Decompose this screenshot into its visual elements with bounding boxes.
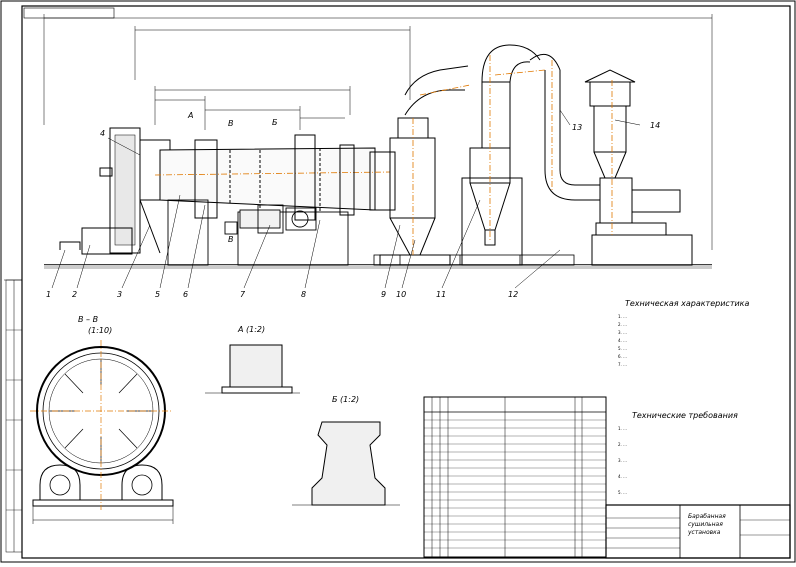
tech-char-list: 1. ... 2. ... 3. ... 4. ... 5. ... 6. ..… bbox=[618, 314, 627, 367]
section-a-title: А (1:2) bbox=[237, 325, 265, 334]
callout-8: 8 bbox=[301, 290, 306, 299]
view-mark-a: А bbox=[187, 111, 193, 120]
title-line-2: сушильная bbox=[688, 521, 723, 528]
callout-1: 1 bbox=[46, 290, 51, 299]
section-b-title: Б (1:2) bbox=[332, 395, 359, 404]
svg-text:4. ...: 4. ... bbox=[618, 338, 627, 343]
furnace bbox=[59, 127, 171, 255]
callout-9: 9 bbox=[381, 290, 386, 299]
parts-list-table bbox=[423, 396, 607, 558]
overall-dimension bbox=[43, 14, 713, 250]
svg-text:1. ...: 1. ... bbox=[618, 426, 627, 431]
drum-supports bbox=[167, 199, 349, 266]
callout-6: 6 bbox=[183, 290, 188, 299]
detail-a bbox=[205, 344, 300, 394]
callout-5: 5 bbox=[155, 290, 160, 299]
svg-text:4. ...: 4. ... bbox=[618, 474, 627, 479]
view-mark-v-bottom: В bbox=[228, 235, 234, 244]
tech-req-list: 1. ... 2. ... 3. ... 4. ... 5. ... bbox=[618, 426, 627, 495]
callout-leaders bbox=[51, 109, 641, 289]
detail-b bbox=[292, 421, 400, 506]
axis-lines bbox=[412, 55, 613, 255]
tech-req-title: Технические требования bbox=[632, 411, 738, 420]
callout-12: 12 bbox=[508, 290, 518, 299]
svg-text:3. ...: 3. ... bbox=[618, 330, 627, 335]
gas-duct bbox=[529, 53, 600, 201]
section-axis bbox=[30, 340, 172, 510]
callout-4: 4 bbox=[100, 129, 105, 138]
view-mark-v-top: В bbox=[228, 119, 234, 128]
callout-14: 14 bbox=[650, 121, 660, 130]
dust-chamber bbox=[379, 65, 469, 266]
svg-text:2. ...: 2. ... bbox=[618, 322, 627, 327]
drum-cross-section bbox=[32, 346, 174, 524]
callout-3: 3 bbox=[117, 290, 122, 299]
svg-text:1. ...: 1. ... bbox=[618, 314, 627, 319]
title-line-3: установка bbox=[687, 529, 721, 536]
smoke-exhaust bbox=[584, 69, 693, 266]
callout-10: 10 bbox=[396, 290, 406, 299]
svg-text:2. ...: 2. ... bbox=[618, 442, 627, 447]
svg-text:3. ...: 3. ... bbox=[618, 458, 627, 463]
ground-line bbox=[44, 264, 712, 269]
svg-text:7. ...: 7. ... bbox=[618, 362, 627, 367]
section-vv-title: В – В bbox=[78, 315, 98, 324]
callout-2: 2 bbox=[72, 290, 77, 299]
title-line-1: Барабанная bbox=[688, 513, 726, 520]
section-vv-scale: (1:10) bbox=[88, 326, 112, 335]
svg-text:5. ...: 5. ... bbox=[618, 346, 627, 351]
callout-11: 11 bbox=[436, 290, 446, 299]
svg-text:6. ...: 6. ... bbox=[618, 354, 627, 359]
view-mark-b: Б bbox=[272, 118, 278, 127]
tech-char-title: Техническая характеристика bbox=[625, 299, 750, 308]
callout-7: 7 bbox=[240, 290, 246, 299]
cyclone bbox=[461, 44, 541, 266]
svg-text:5. ...: 5. ... bbox=[618, 490, 627, 495]
base-frames bbox=[373, 254, 575, 266]
callout-13: 13 bbox=[572, 123, 582, 132]
title-block bbox=[605, 504, 791, 559]
inner-frame bbox=[21, 5, 791, 559]
drying-drum bbox=[154, 134, 396, 221]
